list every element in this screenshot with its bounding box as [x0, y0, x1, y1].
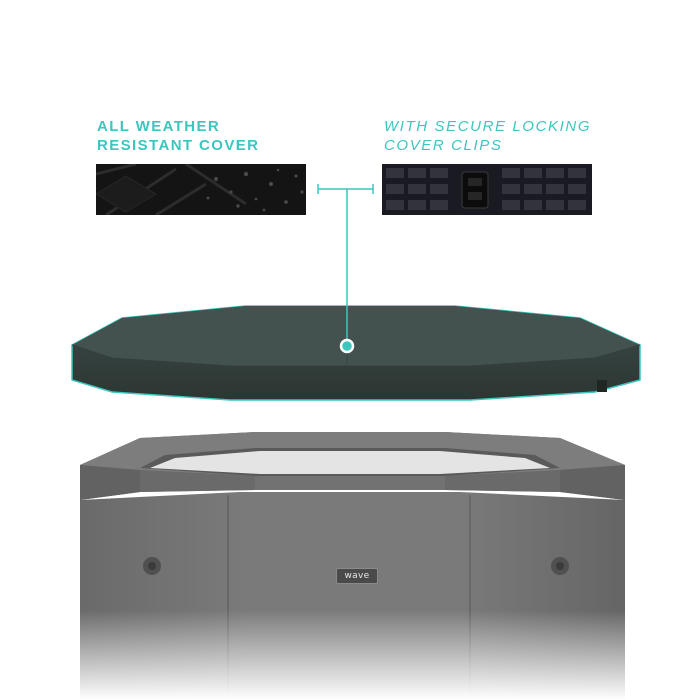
valve-right: [551, 557, 569, 575]
feature-title-weather: ALL WEATHER RESISTANT COVER: [97, 117, 259, 155]
brand-logo: wave: [336, 568, 378, 584]
feature-title-weather-line2: RESISTANT COVER: [97, 137, 260, 154]
feature-title-clips: WITH SECURE LOCKING COVER CLIPS: [384, 117, 591, 155]
feature-title-clips-line2: COVER CLIPS: [384, 137, 503, 154]
feature-title-clips-line1: WITH SECURE LOCKING: [384, 118, 592, 135]
fabric-swatch-image: [96, 164, 306, 215]
callout-dot: [339, 338, 355, 354]
hot-tub-cover: [71, 305, 641, 401]
feature-title-weather-line1: ALL WEATHER: [97, 118, 221, 135]
valve-left: [143, 557, 161, 575]
callout-connector: [317, 184, 374, 340]
clip-swatch-image: [382, 164, 592, 215]
